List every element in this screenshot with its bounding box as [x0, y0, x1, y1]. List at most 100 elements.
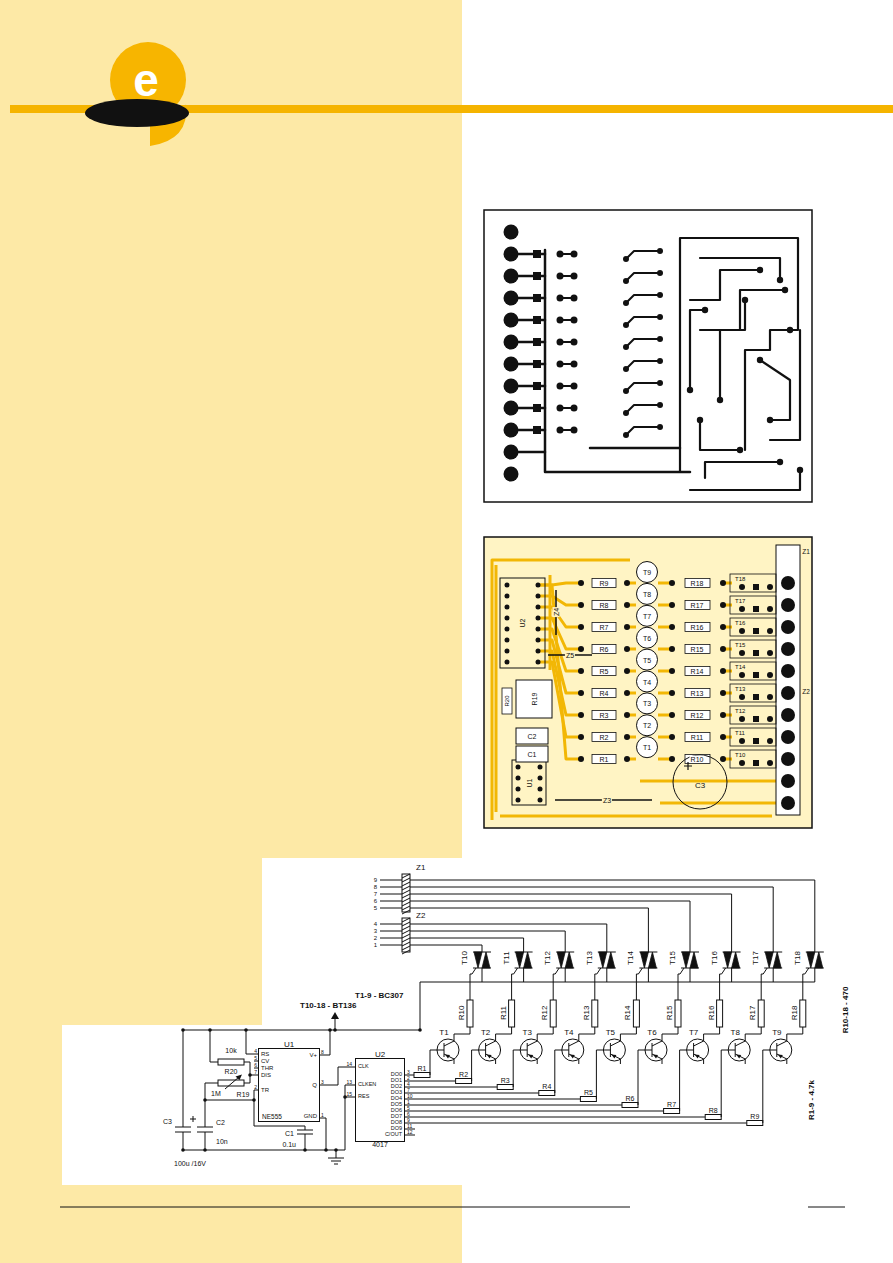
copper-trace: [626, 273, 660, 281]
wire: [690, 968, 691, 982]
component-value: 0.1u: [282, 1141, 296, 1148]
part-label: T18: [794, 951, 802, 965]
pin-number: 5: [407, 1105, 410, 1110]
connector-hatch: [402, 938, 410, 942]
wire: [205, 1132, 206, 1150]
wire: [596, 1050, 603, 1099]
pin-number: 1: [407, 1099, 410, 1104]
part-label: R17: [690, 602, 705, 609]
resistor-symbol: [800, 1000, 806, 1027]
transistor-footprint: [637, 649, 658, 670]
wire: [205, 1100, 206, 1127]
pad: [624, 646, 630, 652]
copper-pad: [533, 294, 541, 302]
copper-trace: [770, 330, 800, 440]
resistor-symbol: [550, 1000, 556, 1027]
connector-pad: [781, 598, 795, 612]
capacitor-symbol: [297, 1130, 313, 1131]
wire: [410, 901, 690, 952]
pad: [505, 594, 510, 599]
pad: [578, 734, 584, 740]
part-label: Z4: [553, 607, 560, 617]
copper-trace: [560, 363, 574, 365]
pin-number: 2: [374, 935, 377, 941]
part-label: R13: [583, 1006, 591, 1021]
wire: [648, 968, 649, 982]
part-label: R7: [599, 624, 610, 631]
pad: [578, 646, 584, 652]
pad: [624, 712, 630, 718]
parts-note: R1-9 - 4.7k: [808, 1080, 816, 1120]
wire: [410, 887, 773, 952]
pin-name: CLKEN: [358, 1082, 376, 1088]
transistor-footprint: [637, 693, 658, 714]
junction-dot: [252, 1098, 256, 1102]
resistor-footprint: [592, 689, 616, 698]
part-label: T4: [564, 1029, 573, 1037]
transistor-symbol: [562, 1039, 584, 1061]
part-label: T2: [643, 722, 651, 729]
pin-number: 3: [374, 928, 377, 934]
junction-dot: [418, 1028, 422, 1032]
parts-note: T10-18 - BT136: [300, 1002, 356, 1010]
pad: [767, 672, 773, 678]
part-label: T8: [731, 1029, 740, 1037]
pad: [624, 690, 630, 696]
triac-symbol: [473, 952, 491, 968]
wire: [410, 938, 524, 952]
connector-pad: [781, 642, 795, 656]
copper-trace: [626, 295, 660, 303]
junction-dot: [181, 1028, 185, 1032]
component-value: 1M: [211, 1090, 221, 1097]
pad: [739, 760, 745, 766]
pad: [720, 712, 726, 718]
copper-pad: [623, 432, 629, 438]
connector-hatch: [402, 894, 410, 898]
part-label: Z1: [416, 864, 425, 872]
pcb-component-board: [484, 537, 812, 828]
part-label: R5: [599, 668, 610, 675]
junction-dot: [248, 1073, 252, 1077]
triac-symbol: [723, 952, 741, 968]
connector-hatch: [402, 926, 410, 930]
connector-pad: [781, 664, 795, 678]
pad: [739, 672, 745, 678]
pcb-trace: [538, 596, 581, 605]
pin-name: DO6: [391, 1108, 402, 1114]
pad: [753, 650, 759, 656]
component-value: 10n: [216, 1138, 228, 1145]
resistor-footprint: [592, 733, 616, 742]
resistor-symbol: [592, 1000, 598, 1027]
part-label: T5: [606, 1029, 615, 1037]
pad: [538, 776, 543, 781]
connector-hatch: [402, 930, 410, 934]
junction-dot: [303, 1148, 307, 1152]
connector-symbol: [402, 874, 410, 912]
connector-hatch: [402, 906, 410, 910]
part-label: R16: [708, 1006, 716, 1021]
pad: [669, 646, 675, 652]
pad: [536, 605, 541, 610]
triac-footprint: [730, 574, 776, 592]
transistor-symbol: [520, 1039, 542, 1061]
pad: [739, 584, 745, 590]
copper-pad: [657, 402, 663, 408]
pad: [739, 650, 745, 656]
part-label: R6: [599, 646, 610, 653]
resistor-symbol: [497, 1085, 513, 1090]
connector-pad: [781, 686, 795, 700]
part-label: Z5: [565, 652, 575, 659]
pin-number: 7: [374, 891, 377, 897]
transistor-arrow: [445, 1055, 450, 1059]
part-label: R16: [690, 624, 705, 631]
connector-symbol: [402, 918, 410, 952]
pad: [767, 738, 773, 744]
pin-name: THR: [261, 1065, 273, 1071]
part-label: T6: [643, 634, 651, 641]
pcb-copper-board: [484, 210, 812, 502]
pad: [720, 580, 726, 586]
wire: [437, 1050, 444, 1051]
wire: [652, 1054, 662, 1064]
part-label: R18: [791, 1006, 799, 1021]
ic-designator: U1: [284, 1041, 294, 1049]
